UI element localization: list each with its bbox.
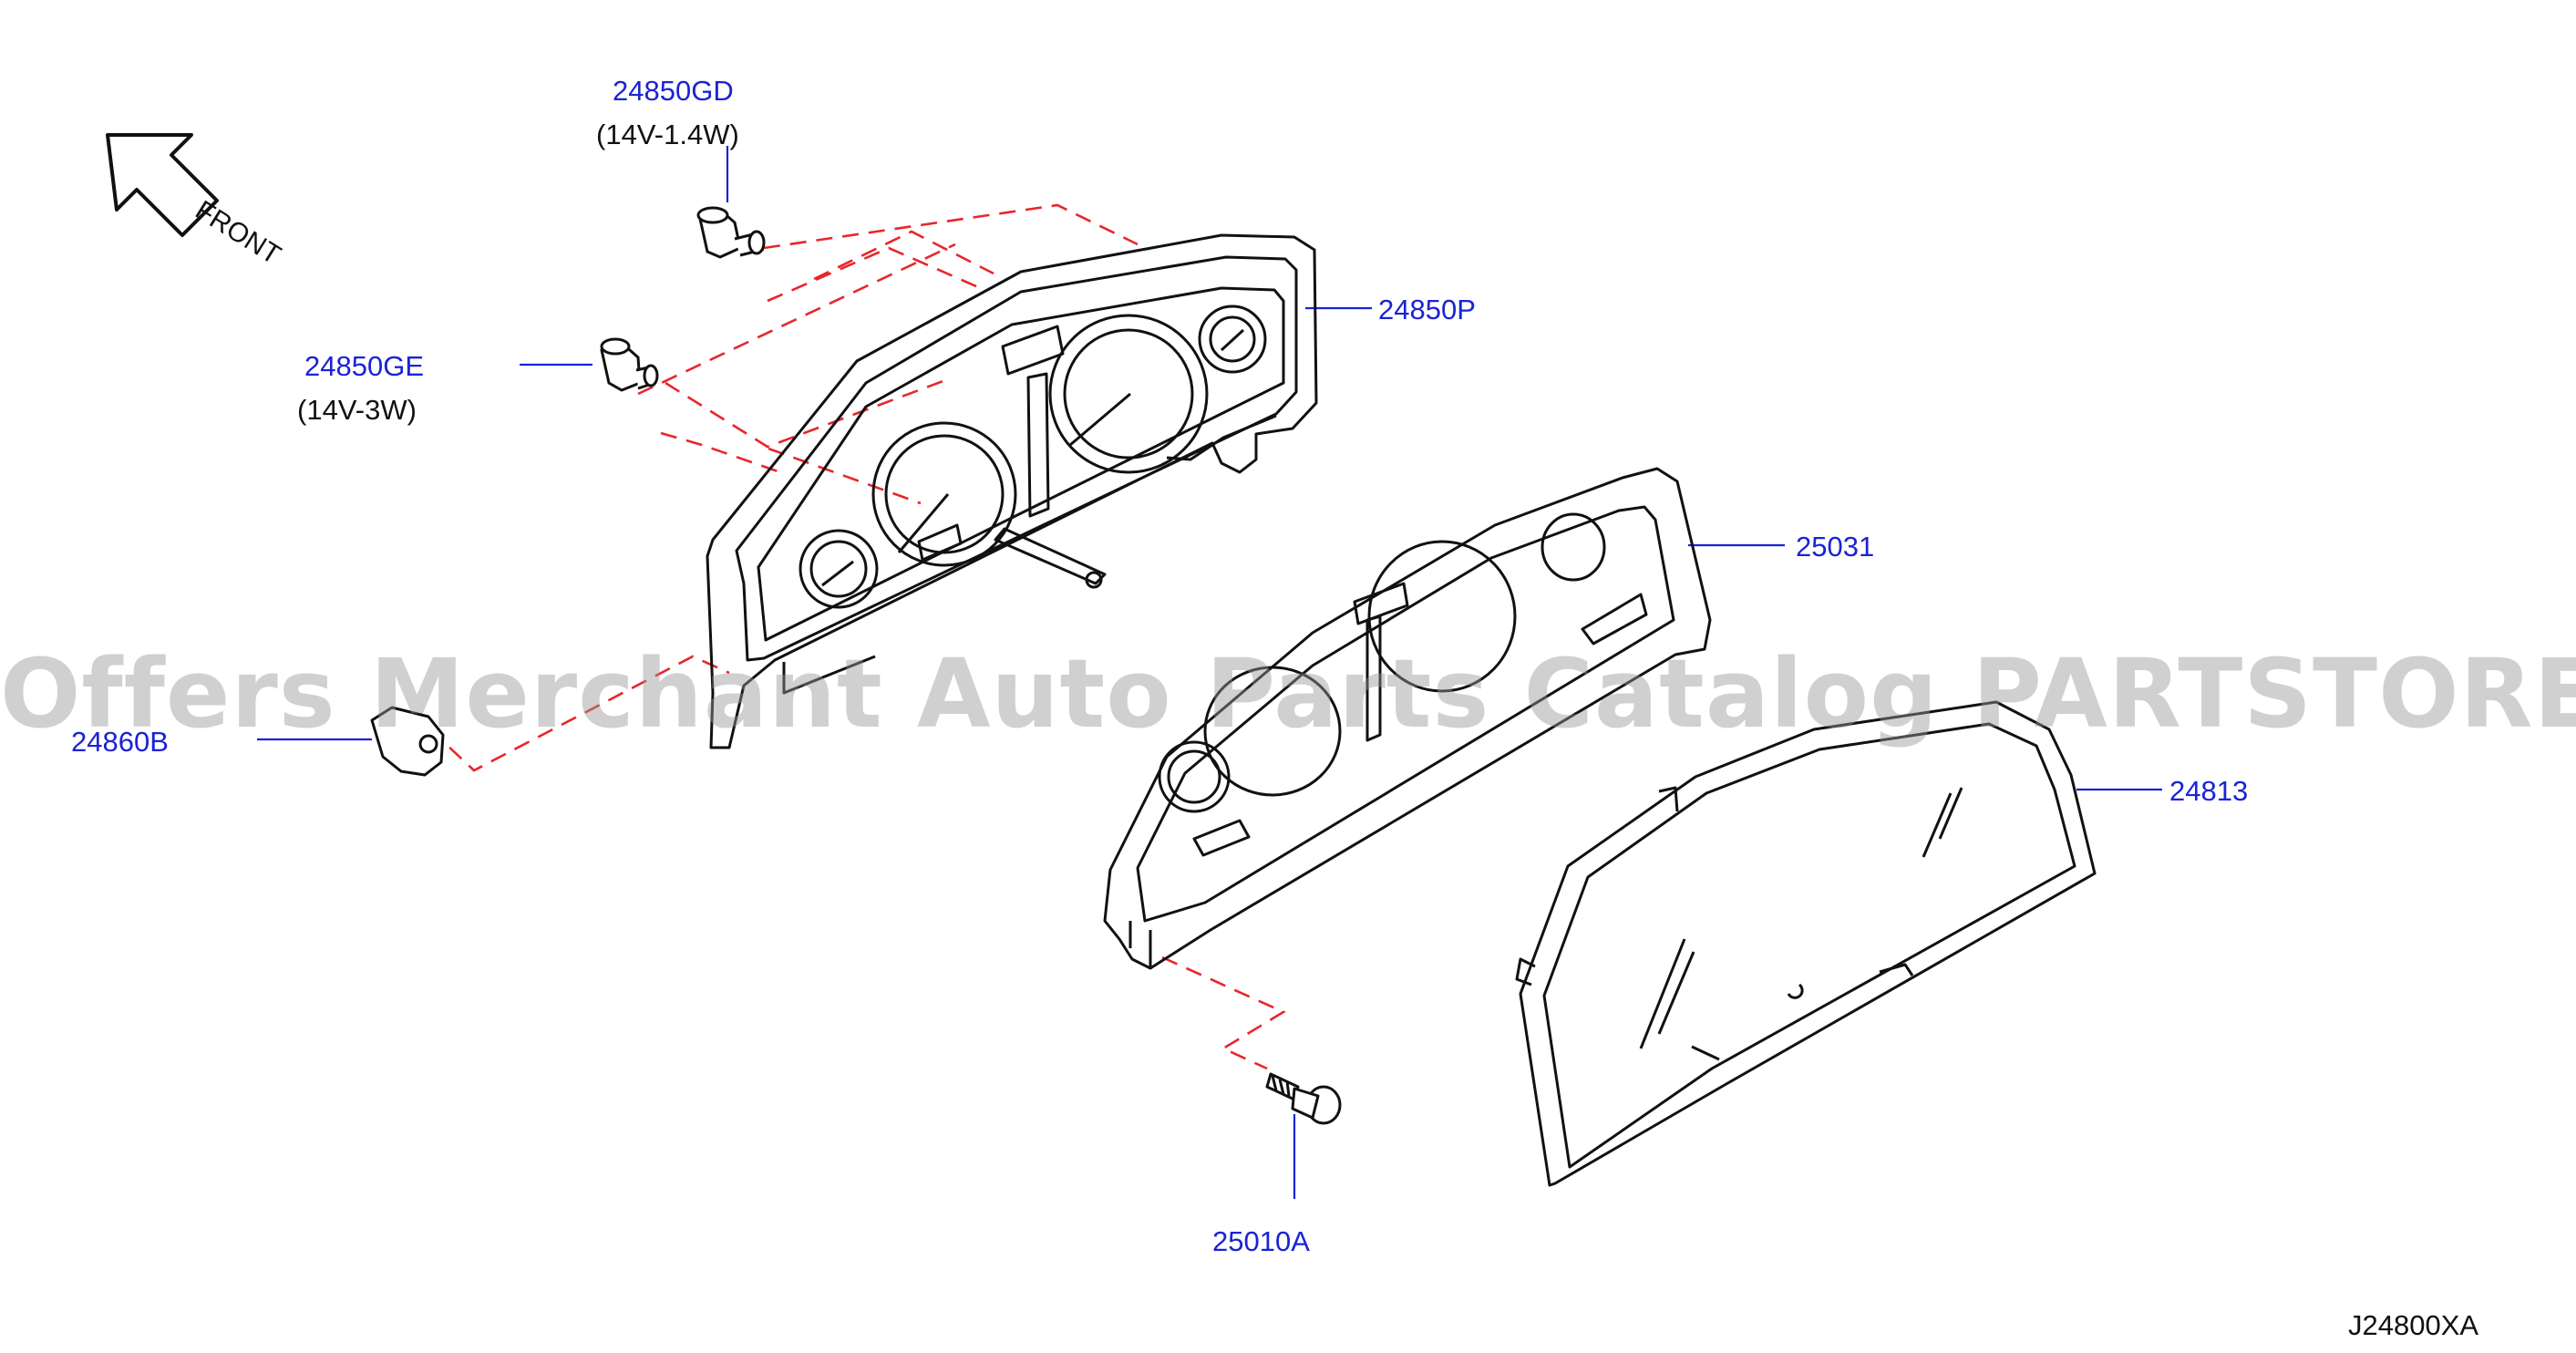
diagram-code: J24800XA (2348, 1309, 2479, 1341)
assembly-dashed-lines (429, 203, 1286, 1070)
callout-24860B[interactable]: 24860B (71, 726, 169, 758)
callout-leader-lines (257, 146, 2162, 1199)
bulb-24850GE-icon (600, 337, 659, 392)
spec-24850GD: (14V-1.4W) (596, 119, 739, 150)
meter-cluster-24850P (706, 233, 1318, 749)
clip-24860B-icon (370, 706, 445, 777)
meter-glass-24813 (1515, 700, 2097, 1187)
bulb-24850GD-icon (696, 206, 766, 259)
callout-24850P[interactable]: 24850P (1378, 294, 1476, 325)
callout-25031[interactable]: 25031 (1796, 531, 1875, 563)
screw-25010A-icon (1265, 1072, 1342, 1125)
callout-24813[interactable]: 24813 (2169, 775, 2249, 807)
front-arrow-icon (106, 133, 219, 237)
callout-24850GE[interactable]: 24850GE (304, 350, 424, 382)
finisher-bezel-25031 (1103, 467, 1712, 970)
spec-24850GE: (14V-3W) (297, 394, 417, 426)
callout-24850GD[interactable]: 24850GD (613, 75, 734, 107)
callout-25010A[interactable]: 25010A (1212, 1225, 1310, 1257)
